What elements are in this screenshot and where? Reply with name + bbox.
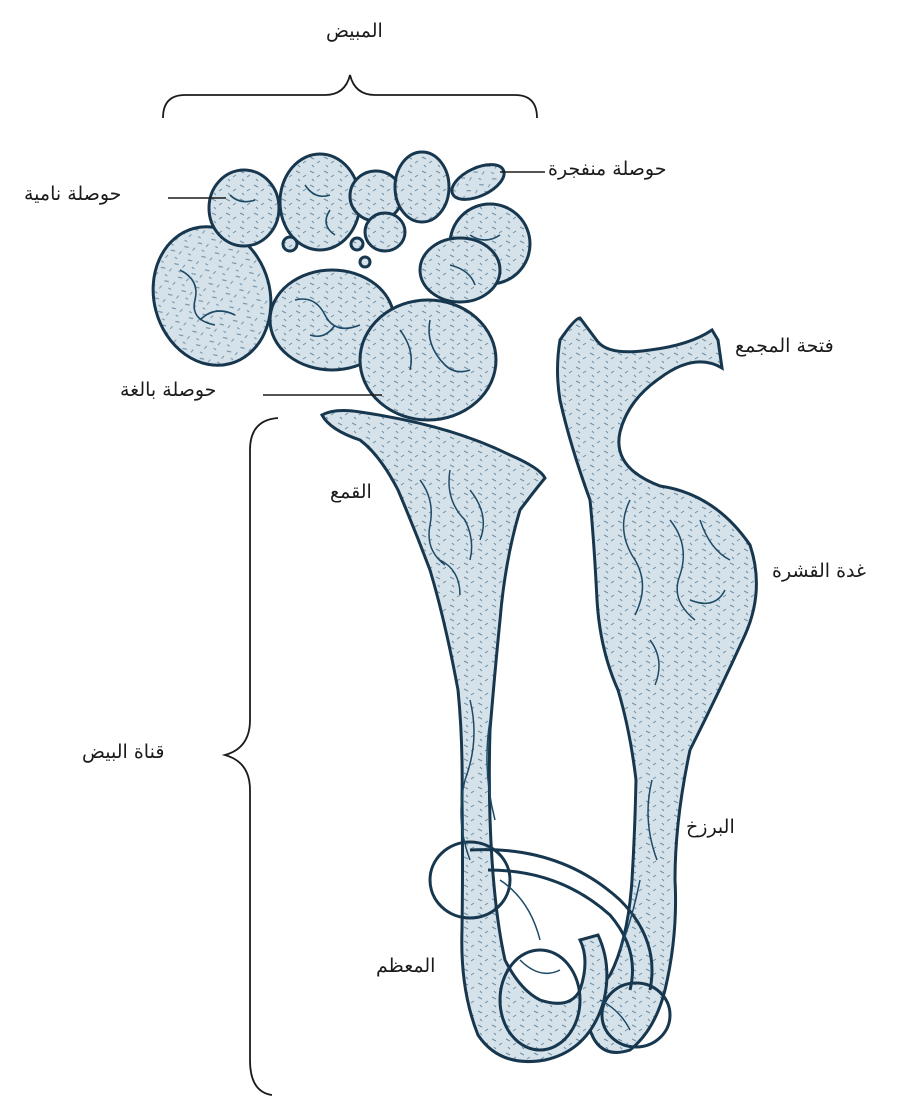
ovary-brace xyxy=(163,75,537,118)
label-isthmus: البرزخ xyxy=(686,818,735,837)
follicle xyxy=(395,152,449,222)
infundibulum-duct xyxy=(322,411,607,1062)
label-ruptured-follicle: حوصلة منفجرة xyxy=(548,160,666,179)
mature-follicle xyxy=(360,300,496,420)
follicle xyxy=(280,154,360,250)
label-mature-follicle: حوصلة بالغة xyxy=(120,381,216,400)
label-growing-follicle: حوصلة نامية xyxy=(24,185,121,204)
label-oviduct: قناة البيض xyxy=(82,743,164,762)
label-shell-gland: غدة القشرة xyxy=(772,562,866,581)
follicle xyxy=(420,238,500,302)
oviduct-brace xyxy=(225,418,278,1095)
growing-follicle xyxy=(209,170,279,246)
label-magnum: المعظم xyxy=(376,957,435,976)
ruptured-follicle xyxy=(447,157,510,206)
label-ovary: المبيض xyxy=(326,22,383,41)
label-collecting-opening: فتحة المجمع xyxy=(735,337,834,356)
label-infundibulum: القمع xyxy=(330,483,372,502)
follicle xyxy=(365,213,405,251)
